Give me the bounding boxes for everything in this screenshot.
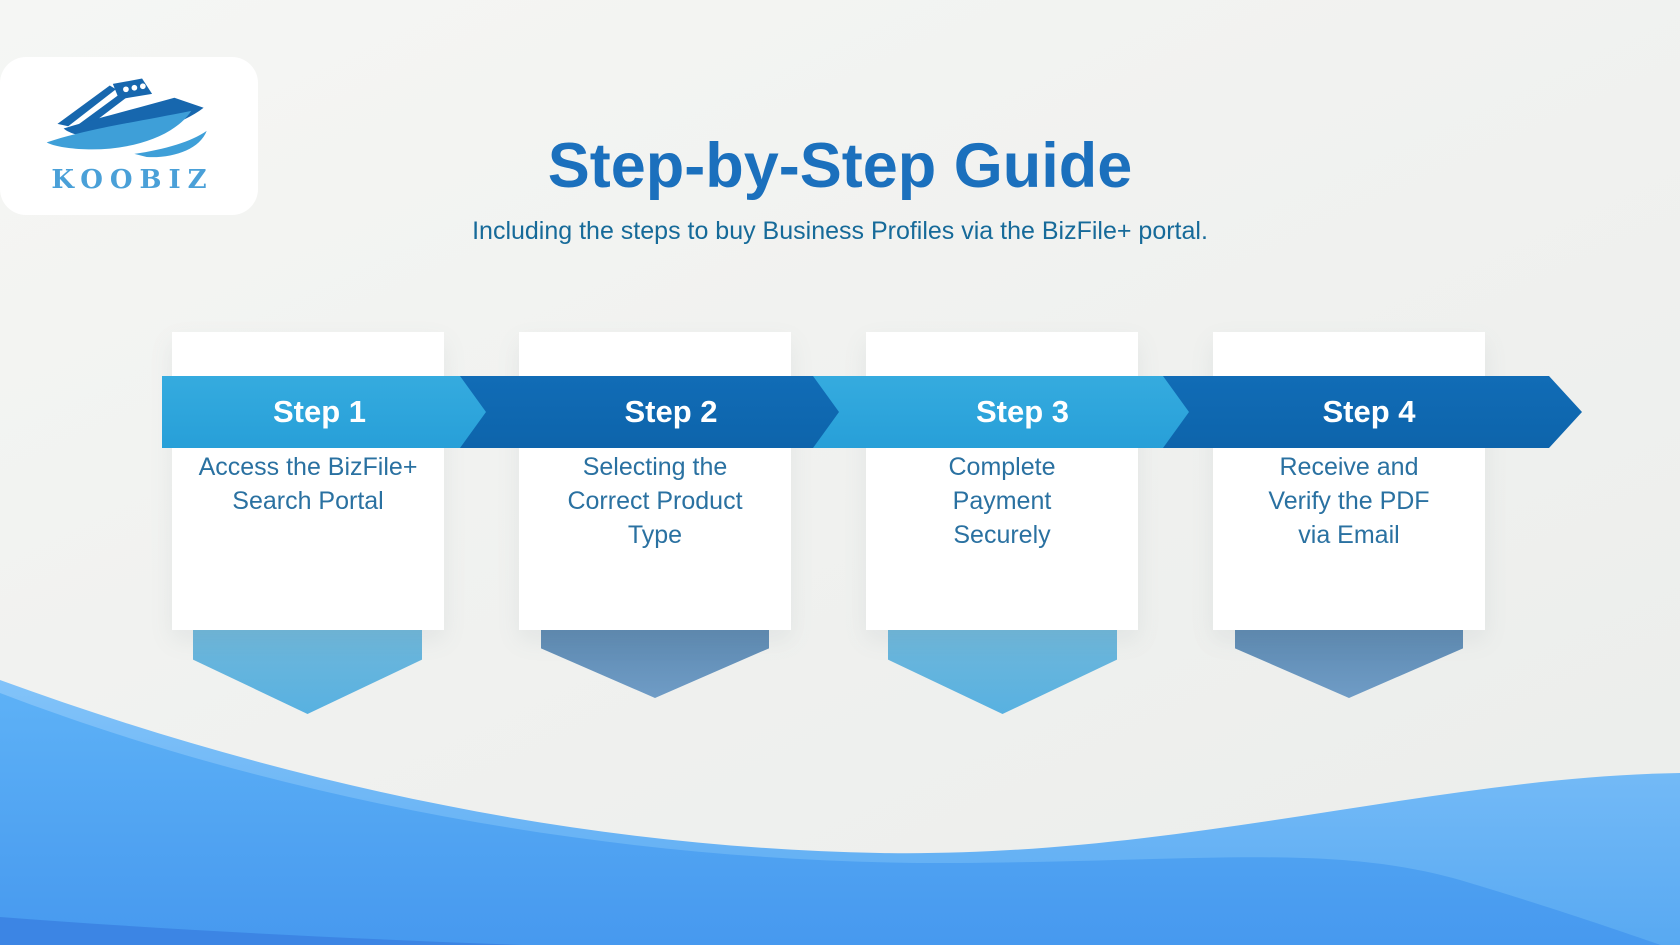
step-label: Step 1 <box>272 394 367 429</box>
description-line: Receive and <box>1279 453 1419 481</box>
ship-logo-icon <box>46 78 207 158</box>
description-line: Access the BizFile+ <box>198 453 418 481</box>
step-label: Step 3 <box>975 394 1070 429</box>
step-banner-4: Step 4 <box>1163 376 1582 448</box>
description-line: Correct Product <box>567 487 743 515</box>
wave-deep-band <box>0 917 523 945</box>
step-description: Receive and Verify the PDF via Email <box>1213 450 1485 552</box>
logo-card: KOOBIZ <box>0 57 258 215</box>
brand-name: KOOBIZ <box>51 165 214 195</box>
description-line: Complete <box>948 453 1056 481</box>
step-banner-1: Step 1 <box>162 376 510 448</box>
bottom-wave-decoration <box>0 680 1680 945</box>
step-label: Step 4 <box>1322 394 1416 429</box>
description-line: Search Portal <box>232 487 384 515</box>
step-description: Access the BizFile+ Search Portal <box>172 450 444 518</box>
wave-front <box>0 693 1661 945</box>
description-line: Verify the PDF <box>1268 487 1430 515</box>
description-line: Type <box>627 521 683 549</box>
description-line: Selecting the <box>582 453 728 481</box>
description-line: Payment <box>952 487 1052 515</box>
step-banner-2: Step 2 <box>460 376 889 448</box>
step-description: Complete Payment Securely <box>866 450 1138 552</box>
page-title: Step-by-Step Guide <box>547 131 1133 201</box>
step-banner-3: Step 3 <box>813 376 1239 448</box>
description-line: via Email <box>1298 521 1400 549</box>
step-description: Selecting the Correct Product Type <box>519 450 791 552</box>
description-line: Securely <box>953 521 1051 549</box>
page-subtitle: Including the steps to buy Business Prof… <box>472 217 1208 245</box>
step-label: Step 2 <box>624 394 718 429</box>
